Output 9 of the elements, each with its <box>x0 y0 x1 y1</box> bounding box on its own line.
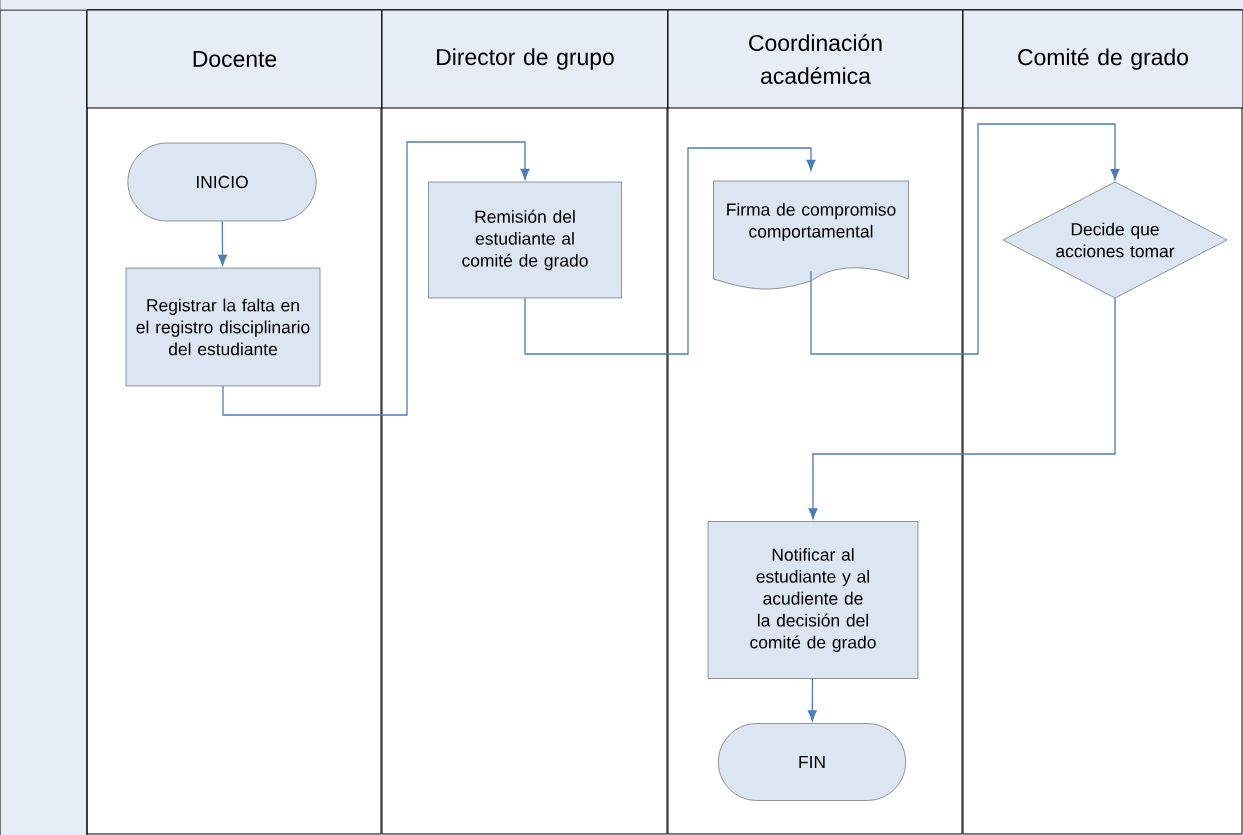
arrow <box>810 123 1120 355</box>
process-box: Notificar al estudiante y al acudiente de la decisión del comité de grado <box>707 521 919 679</box>
arrow <box>218 220 227 266</box>
arrow <box>524 147 816 355</box>
arrow <box>808 297 1116 520</box>
process-box: Registrar la falta en el registro disciplinario del estudiante <box>125 267 321 387</box>
arrow <box>807 678 817 722</box>
arrow <box>222 141 530 416</box>
process-box: Remisión del estudiante al comité de grado <box>428 181 622 299</box>
